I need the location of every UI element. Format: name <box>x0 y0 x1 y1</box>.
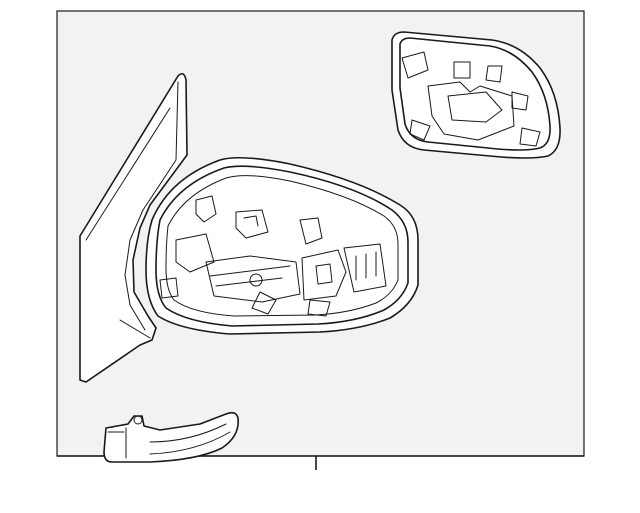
mirror-glass <box>391 31 561 159</box>
mirror-housing-assembly <box>79 72 419 383</box>
glass-backing-plate-details <box>401 51 541 147</box>
housing-internal-mechanism <box>159 195 387 317</box>
turn-signal-lamp <box>103 411 239 463</box>
